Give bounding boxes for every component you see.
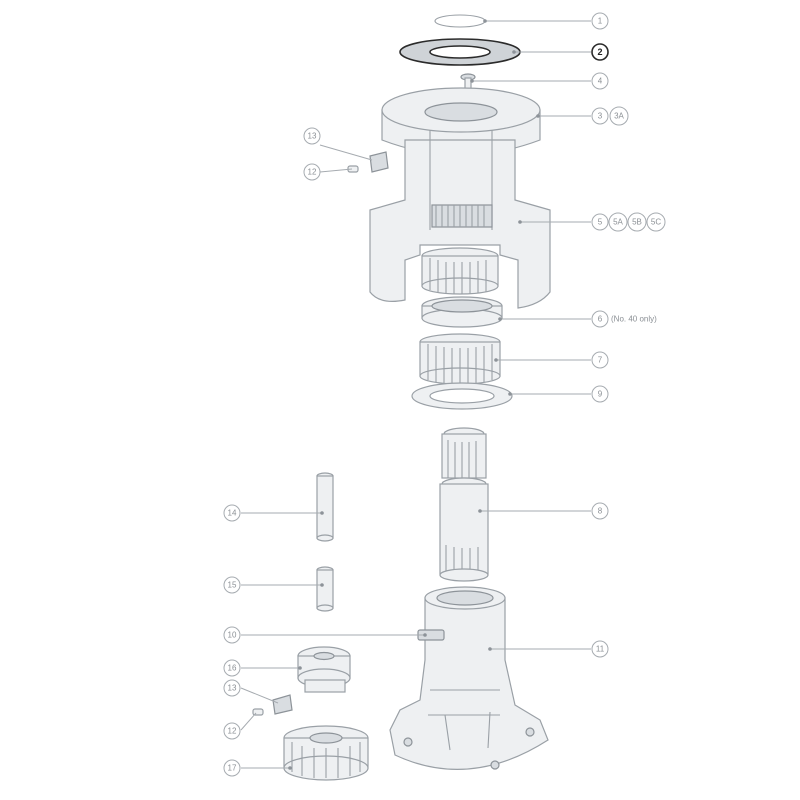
part-7-roller-bearing: [419, 333, 501, 385]
part-5-drum-housing: [369, 130, 551, 309]
part-15-pin-short: [316, 566, 334, 612]
part-17-large-gear: [283, 725, 369, 781]
callout-5b: 5B: [627, 212, 647, 232]
callout-16: 16: [223, 659, 241, 677]
part-11-base-housing: [389, 586, 549, 770]
callout-2: 2: [591, 43, 609, 61]
callout-5a: 5A: [608, 212, 628, 232]
part-13-pawl-upper: [369, 151, 389, 173]
part-6-spacer-ring: [421, 296, 503, 328]
callout-label-15: 15: [228, 581, 237, 590]
callout-17: 17: [223, 759, 241, 777]
part-14-pin-long: [316, 472, 334, 542]
leader-lines: [240, 19, 591, 770]
callout-label-6: 6: [598, 315, 603, 324]
callout-label-5b: 5B: [632, 218, 642, 227]
callout-1: 1: [591, 12, 609, 30]
callout-11: 11: [591, 640, 609, 658]
callout-label-3: 3: [598, 112, 603, 121]
part-2-gasket: [399, 38, 521, 66]
callout-13-upper: 13: [303, 127, 321, 145]
callout-14: 14: [223, 504, 241, 522]
callout-label-14: 14: [228, 509, 237, 518]
callout-label-5: 5: [598, 218, 603, 227]
callout-5: 5: [591, 213, 609, 231]
callout-5c: 5C: [646, 212, 666, 232]
callout-label-12-upper: 12: [308, 168, 317, 177]
callout-12-upper: 12: [303, 163, 321, 181]
callout-4: 4: [591, 72, 609, 90]
callout-12-lower: 12: [223, 722, 241, 740]
callout-13-lower: 13: [223, 679, 241, 697]
callout-label-17: 17: [228, 764, 237, 773]
callout-3: 3: [591, 107, 609, 125]
callout-label-10: 10: [228, 631, 237, 640]
callout-label-3a: 3A: [614, 112, 624, 121]
callout-label-11: 11: [596, 645, 605, 654]
callout-label-13-upper: 13: [308, 132, 317, 141]
callout-label-12-lower: 12: [228, 727, 237, 736]
callout-15: 15: [223, 576, 241, 594]
callout-label-8: 8: [598, 507, 603, 516]
callout-6-note: (No. 40 only): [611, 315, 657, 324]
part-8-drive-shaft: [439, 427, 489, 582]
callout-label-5c: 5C: [651, 218, 661, 227]
part-13-pawl-lower: [272, 694, 293, 715]
callout-3a: 3A: [609, 106, 629, 126]
callout-6: 6 (No. 40 only): [591, 310, 657, 328]
callout-7: 7: [591, 351, 609, 369]
callout-label-16: 16: [228, 664, 237, 673]
callout-label-2: 2: [597, 47, 602, 57]
callout-label-9: 9: [598, 390, 603, 399]
part-16-small-gear: [297, 646, 351, 693]
callout-9: 9: [591, 385, 609, 403]
callout-10: 10: [223, 626, 241, 644]
roller-bearing-upper: [421, 247, 499, 295]
part-1-snap-ring: [434, 14, 486, 28]
callout-label-5a: 5A: [613, 218, 623, 227]
callout-label-7: 7: [598, 356, 603, 365]
callout-8: 8: [591, 502, 609, 520]
callout-label-1: 1: [598, 17, 603, 26]
callout-label-4: 4: [598, 77, 603, 86]
part-9-washer: [411, 382, 513, 410]
callout-label-13-lower: 13: [228, 684, 237, 693]
